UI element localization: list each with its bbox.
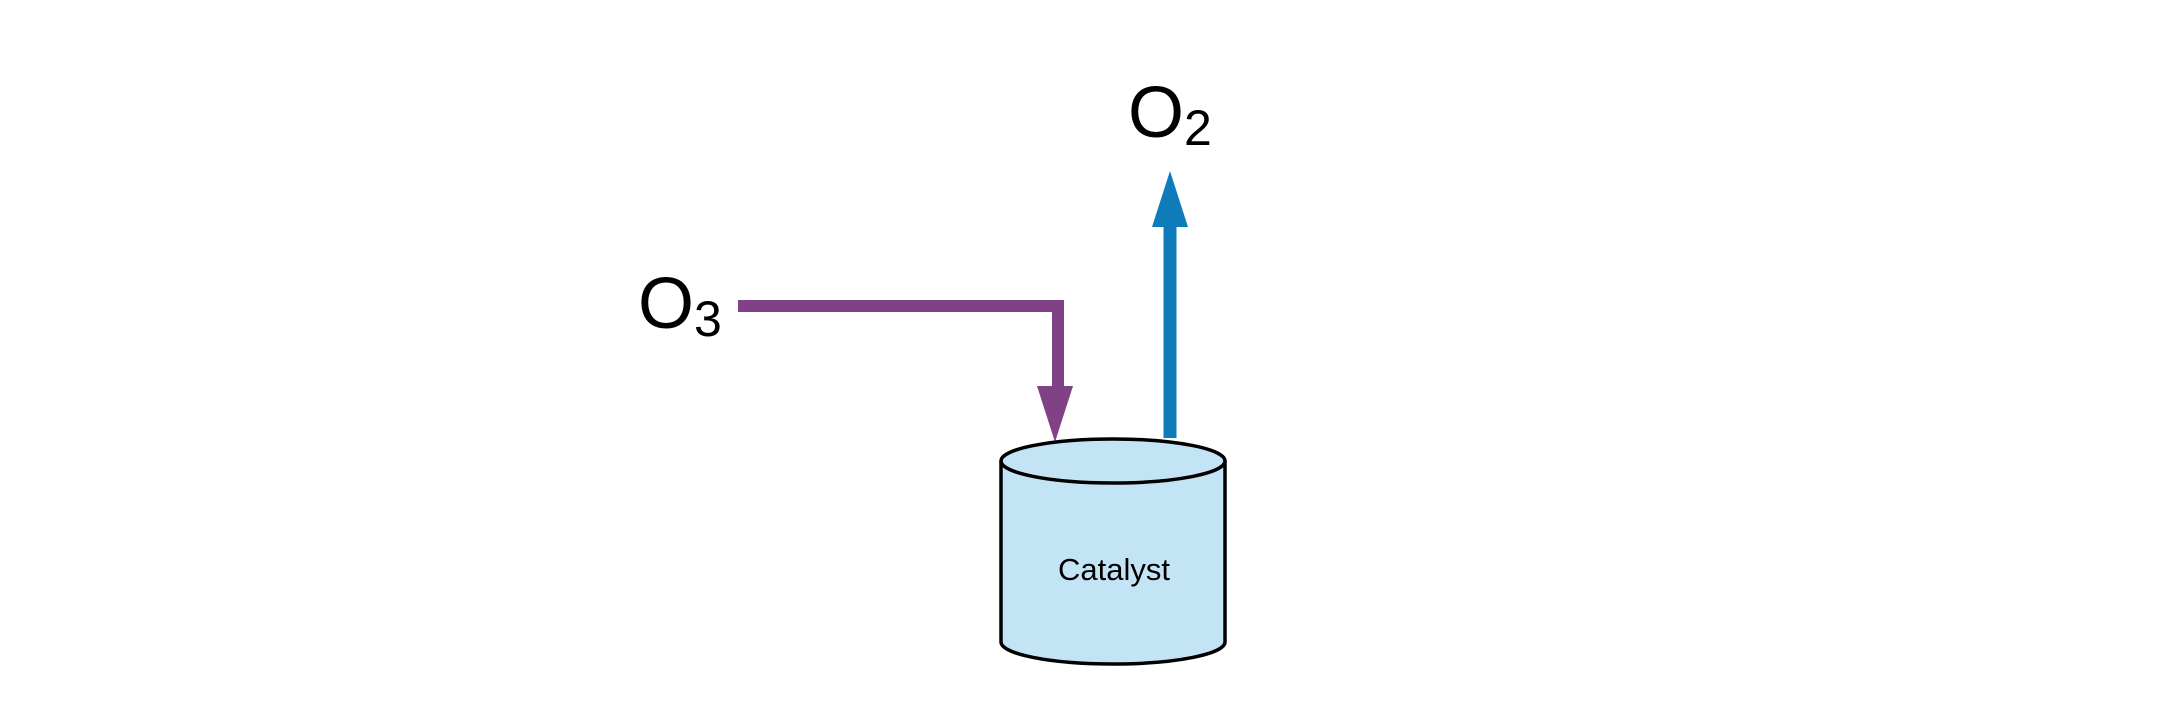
output-arrow [1152, 171, 1188, 438]
o2-label: O2 [1128, 73, 1212, 156]
output-arrow-head [1152, 171, 1188, 227]
catalyst-cylinder-body [999, 461, 1227, 666]
o3-label-base: O [638, 264, 694, 344]
o3-label-subscript: 3 [694, 291, 722, 347]
catalyst-label: Catalyst [1058, 552, 1170, 587]
o3-label: O3 [638, 264, 722, 347]
catalyst-cylinder-top [999, 437, 1227, 485]
catalyst-cylinder: Catalyst [999, 437, 1227, 666]
input-arrow-line [738, 300, 1064, 390]
o2-label-base: O [1128, 73, 1184, 153]
input-arrow-head [1037, 386, 1073, 442]
input-arrow [738, 300, 1073, 442]
o2-label-subscript: 2 [1184, 100, 1212, 156]
